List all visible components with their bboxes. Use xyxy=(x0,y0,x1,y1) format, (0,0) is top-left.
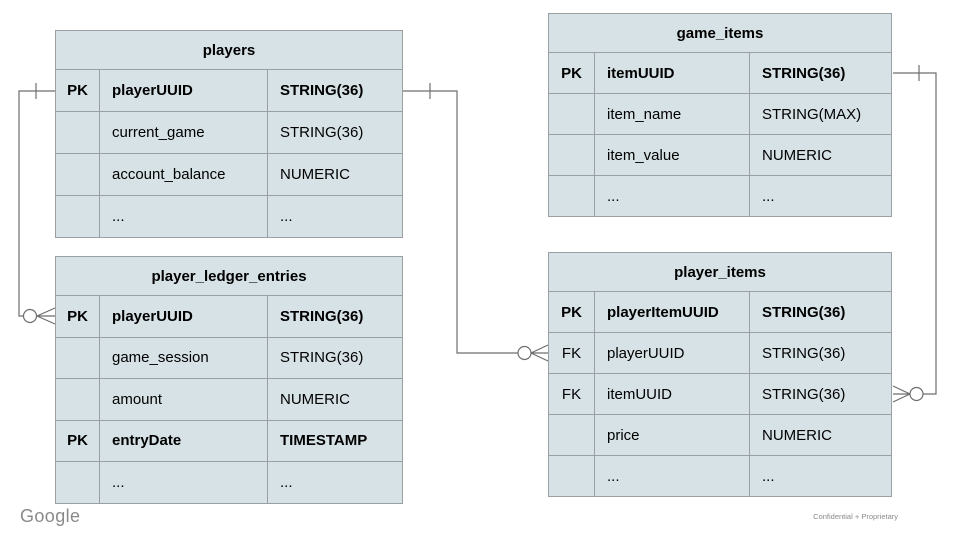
field-name: item_name xyxy=(595,94,749,134)
field-type: NUMERIC xyxy=(750,135,891,175)
connector-line xyxy=(403,90,518,354)
table-title: players xyxy=(56,31,402,69)
field-name: itemUUID xyxy=(595,53,749,93)
table-title: player_items xyxy=(549,253,891,291)
pk-badge xyxy=(56,112,99,153)
field-type: ... xyxy=(268,462,402,503)
field-name: price xyxy=(595,415,749,455)
field-name: itemUUID xyxy=(595,374,749,414)
connector-game-items-to-player-items xyxy=(892,65,937,403)
pk-badge xyxy=(549,176,594,216)
field-type: STRING(MAX) xyxy=(750,94,891,134)
field-name: entryDate xyxy=(100,420,267,461)
field-type: STRING(36) xyxy=(268,337,402,378)
field-name: amount xyxy=(100,379,267,420)
field-name: current_game xyxy=(100,112,267,153)
connector-players-to-ledger xyxy=(18,83,56,325)
field-type: STRING(36) xyxy=(750,333,891,373)
table-players: players PK playerUUID STRING(36) current… xyxy=(55,30,403,238)
fk-badge: FK xyxy=(549,333,594,373)
field-type: NUMERIC xyxy=(268,379,402,420)
field-name: ... xyxy=(595,456,749,496)
fk-badge: FK xyxy=(549,374,594,414)
pk-badge xyxy=(56,154,99,195)
field-name: account_balance xyxy=(100,154,267,195)
field-name: ... xyxy=(595,176,749,216)
zero-circle xyxy=(909,386,924,402)
zero-circle xyxy=(22,308,38,324)
field-type: STRING(36) xyxy=(750,53,891,93)
zero-circle xyxy=(517,345,532,361)
field-type: TIMESTAMP xyxy=(268,420,402,461)
field-type: NUMERIC xyxy=(750,415,891,455)
pk-badge xyxy=(549,415,594,455)
field-name: item_value xyxy=(595,135,749,175)
field-name: playerUUID xyxy=(595,333,749,373)
table-player-ledger-entries: player_ledger_entries PK playerUUID STRI… xyxy=(55,256,403,504)
field-type: NUMERIC xyxy=(268,154,402,195)
pk-badge xyxy=(549,94,594,134)
field-type: STRING(36) xyxy=(268,296,402,337)
field-type: ... xyxy=(750,456,891,496)
field-type: STRING(36) xyxy=(750,374,891,414)
confidential-note: Confidential + Proprietary xyxy=(813,512,898,521)
google-logo: Google xyxy=(20,506,81,526)
field-type: ... xyxy=(268,196,402,237)
field-type: STRING(36) xyxy=(268,112,402,153)
field-type: ... xyxy=(750,176,891,216)
pk-badge xyxy=(56,337,99,378)
pk-badge xyxy=(56,196,99,237)
table-game-items: game_items PK itemUUID STRING(36) item_n… xyxy=(548,13,892,217)
pk-badge xyxy=(549,135,594,175)
pk-badge: PK xyxy=(549,53,594,93)
crow-foot xyxy=(36,307,56,325)
field-name: playerUUID xyxy=(100,70,267,111)
table-title: game_items xyxy=(549,14,891,52)
pk-badge: PK xyxy=(56,70,99,111)
field-type: STRING(36) xyxy=(268,70,402,111)
crow-foot xyxy=(892,385,911,403)
pk-badge xyxy=(549,456,594,496)
connector-line xyxy=(18,90,55,317)
field-name: playerUUID xyxy=(100,296,267,337)
field-name: ... xyxy=(100,462,267,503)
connector-line xyxy=(893,72,937,395)
crow-foot xyxy=(530,344,549,362)
table-title: player_ledger_entries xyxy=(56,257,402,295)
connector-players-to-player-items xyxy=(403,83,549,362)
field-name: game_session xyxy=(100,337,267,378)
pk-badge xyxy=(56,462,99,503)
field-type: STRING(36) xyxy=(750,292,891,332)
table-player-items: player_items PK playerItemUUID STRING(36… xyxy=(548,252,892,497)
pk-badge: PK xyxy=(56,420,99,461)
pk-badge xyxy=(56,379,99,420)
field-name: ... xyxy=(100,196,267,237)
pk-badge: PK xyxy=(549,292,594,332)
pk-badge: PK xyxy=(56,296,99,337)
field-name: playerItemUUID xyxy=(595,292,749,332)
